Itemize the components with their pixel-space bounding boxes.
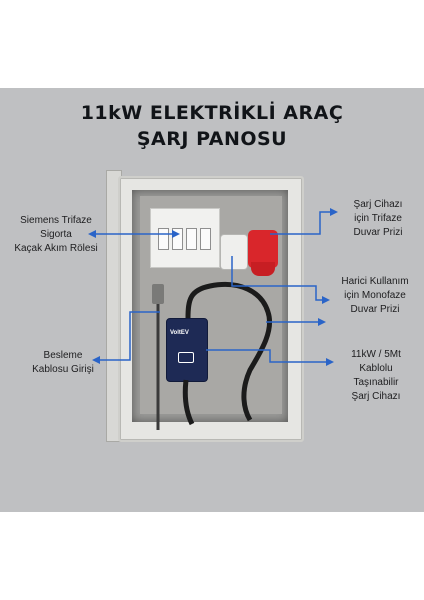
breaker-switch [200,228,211,250]
callout-line: için Trifaze [354,213,402,224]
charging-cable [182,379,195,426]
callout-line: Sigorta [40,229,72,240]
car-icon [178,352,194,363]
callout-supply-cable: Besleme Kablosu Girişi [28,349,98,377]
callout-line: 11kW / 5Mt [351,349,401,360]
breaker-switch [186,228,197,250]
arrow-icon [330,208,338,216]
title-line-1: 11kW ELEKTRİKLİ ARAÇ [80,102,344,124]
title-line-2: ŞARJ PANOSU [136,128,288,150]
monophase-socket [220,234,248,270]
callout-line: Duvar Prizi [353,227,403,238]
callout-line: için Monofaze [344,290,406,301]
callout-line: Taşınabilir [353,377,399,388]
breaker-switch [172,228,183,250]
three-phase-socket-cap [251,262,275,276]
callout-siemens: Siemens Trifaze Sigorta Kaçak Akım Röles… [2,214,110,256]
arrow-icon [172,230,180,238]
cable-gland [152,284,164,304]
callout-line: Kablolu [359,363,393,374]
callout-line: Besleme [43,350,83,361]
callout-trifaze-socket: Şarj Cihazı için Trifaze Duvar Prizi [336,198,420,240]
arrow-icon [92,356,100,364]
arrow-icon [326,358,334,366]
arrow-icon [88,230,96,238]
breaker-switch [158,228,169,250]
plug-icon [248,230,278,268]
arrow-icon [318,318,326,326]
callout-monofaze-socket: Harici Kullanım için Monofaze Duvar Priz… [328,275,422,317]
callout-portable-charger: 11kW / 5Mt Kablolu Taşınabilir Şarj Ciha… [334,348,418,404]
callout-line: Şarj Cihazı [353,199,403,210]
arrow-icon [322,296,330,304]
callout-line: Harici Kullanım [341,276,409,287]
charging-cable [185,282,273,422]
callout-line: Kaçak Akım Rölesi [14,243,98,254]
charger-brand-label: VoltEV [170,330,189,336]
callout-line: Kablosu Girişi [32,364,94,375]
callout-line: Şarj Cihazı [351,391,401,402]
callout-line: Duvar Prizi [350,304,400,315]
callout-line: Siemens Trifaze [20,215,92,226]
